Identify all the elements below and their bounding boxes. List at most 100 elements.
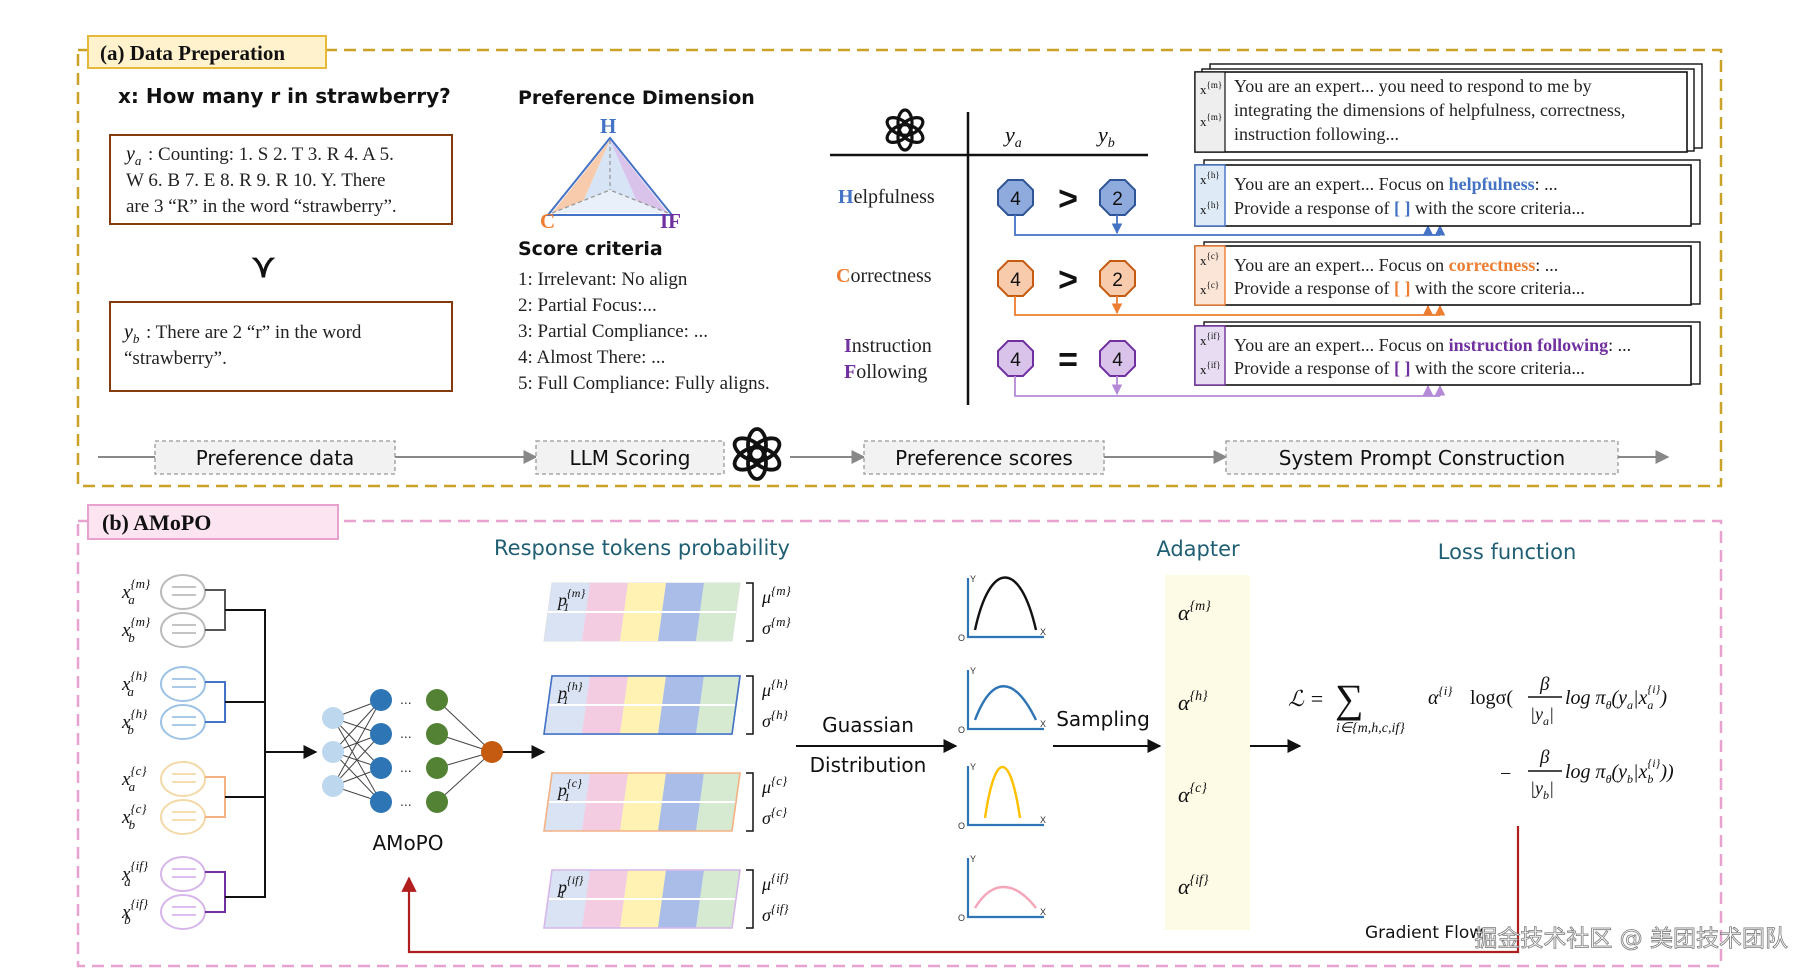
mu-c: μ{c} <box>761 773 788 797</box>
alpha-c: α{c} <box>1178 781 1207 807</box>
section-a-title: (a) Data Preperation <box>100 41 285 65</box>
mu-m: μ{m} <box>761 583 792 607</box>
prompt-main-line-2: integrating the dimensions of helpfulnes… <box>1234 100 1625 120</box>
loss-lhs: ℒ = <box>1288 686 1324 711</box>
input-m-b: x{m}b <box>121 614 151 645</box>
prompt-c-line-2: Provide a response of [ ] with the score… <box>1234 278 1585 298</box>
pipeline-step-preference-scores <box>863 440 1105 475</box>
flow-line-helpfulness <box>1014 215 1434 236</box>
prompt-main-line-3: instruction following... <box>1234 124 1399 144</box>
gradient-flow-label: Gradient Flow <box>1365 923 1483 943</box>
bracket-c <box>205 776 226 818</box>
neural-network: ... ... ... ... <box>322 689 503 813</box>
ya-line-3: are 3 “R” in the word “strawberry”. <box>126 196 397 217</box>
loss-yb-denom: |yb| <box>1530 778 1554 802</box>
dimension-label-following: Following <box>844 361 927 383</box>
triangle-label-if: IF <box>660 209 681 233</box>
distribution-plot-m <box>966 576 1044 639</box>
gaussian-label-line-1: Guassian <box>822 713 914 737</box>
score-value-correctness-a: 4 <box>1010 270 1021 291</box>
distribution-plot-h <box>966 670 1044 731</box>
input-h-a: x{h}a <box>121 668 148 699</box>
ya-line-1: : Counting: 1. S 2. T 3. R 4. A 5. <box>148 144 394 165</box>
sigma-h: σ{h} <box>762 707 789 731</box>
criteria-4: 4: Almost There: ... <box>518 347 665 368</box>
score-badge-helpfulness-a <box>997 179 1034 216</box>
mu-if: μ{if} <box>761 870 789 894</box>
flow-line-instruction <box>1014 376 1434 397</box>
column-header-ya: ya <box>1003 122 1022 151</box>
loss-sum-sub: i∈{m,h,c,if} <box>1336 721 1405 736</box>
score-badge-helpfulness-b <box>1099 179 1136 216</box>
prompt-main-tag <box>1194 71 1226 153</box>
criteria-1: 1: Irrelevant: No align <box>518 269 688 290</box>
score-value-helpfulness-b: 2 <box>1112 189 1123 210</box>
dimension-label-correctness: Correctness <box>836 265 932 287</box>
input-merge-line <box>225 609 266 898</box>
loss-title: Loss function <box>1438 540 1577 564</box>
dimension-label-helpfulness: Helpfulness <box>838 186 935 208</box>
triangle-divider-c <box>551 189 611 214</box>
mu-h: μ{h} <box>761 676 789 700</box>
axis-o-m: O <box>958 633 965 643</box>
yb-response-box <box>109 301 453 392</box>
dimension-label-instruction: Instruction <box>844 335 932 357</box>
loss-minus: − <box>1500 763 1511 785</box>
score-value-instruction-a: 4 <box>1010 350 1021 371</box>
axis-o-h: O <box>958 725 965 735</box>
axis-y-c: Y <box>970 762 976 772</box>
chat-bubble-icon <box>160 574 206 648</box>
prompt-if-tag <box>1194 325 1226 386</box>
pipeline-label-preference-data: Preference data <box>196 446 355 470</box>
pipeline-label-preference-scores: Preference scores <box>895 446 1073 470</box>
loss-term-1: log πθ(ya|xa{i}) <box>1565 682 1667 712</box>
axis-x-m: X <box>1040 627 1046 637</box>
preference-symbol: ≻ <box>247 255 280 280</box>
model-label: AMoPO <box>373 831 444 855</box>
chat-bubble-icon <box>160 856 206 930</box>
loss-logsigma: logσ( <box>1470 687 1513 709</box>
watermark-text: 掘金技术社区 @ 美团技术团队 <box>1474 926 1788 952</box>
input-group-h: x{h}a x{h}b <box>121 666 226 740</box>
chat-bubble-icon <box>160 761 206 835</box>
axis-x-if: X <box>1040 907 1046 917</box>
response-tokens-title: Response tokens probability <box>494 536 790 560</box>
ya-response-box <box>109 134 453 225</box>
pipeline-step-system-prompt <box>1225 440 1619 475</box>
prompt-h-line-2: Provide a response of [ ] with the score… <box>1234 198 1585 218</box>
pipeline-label-llm-scoring: LLM Scoring <box>570 446 691 470</box>
prob-label-h: p{h}1 <box>556 679 583 707</box>
gaussian-label-line-2: Distribution <box>810 753 927 777</box>
bracket-h <box>205 681 226 723</box>
prob-label-c: p{c}1 <box>556 776 582 804</box>
bracket-m <box>205 589 226 631</box>
loss-ya-denom: |ya| <box>1530 704 1554 728</box>
prompt-if-line-2: Provide a response of [ ] with the score… <box>1234 358 1585 378</box>
axis-y-if: Y <box>970 854 976 864</box>
loss-alpha: α{i} <box>1428 683 1453 709</box>
sigma-m: σ{m} <box>762 614 791 638</box>
alpha-if: α{if} <box>1178 873 1209 899</box>
loss-beta-2: β <box>1539 747 1550 768</box>
loss-sum-symbol: ∑ <box>1335 676 1364 721</box>
pipeline-step-llm-scoring <box>535 440 725 475</box>
section-a-title-box <box>87 35 327 69</box>
preference-dimension-title: Preference Dimension <box>518 87 755 109</box>
bracket-if <box>205 871 226 913</box>
preference-triangle <box>545 136 675 216</box>
criteria-5: 5: Full Compliance: Fully aligns. <box>518 373 770 394</box>
prob-row-if <box>543 869 741 929</box>
sampling-label: Sampling <box>1056 707 1150 731</box>
prompt-h-tag <box>1194 164 1226 227</box>
triangle-c-region <box>552 140 610 213</box>
question-text: x: How many r in strawberry? <box>118 84 451 108</box>
input-m-a: x{m}a <box>121 576 151 607</box>
axis-o-c: O <box>958 821 965 831</box>
triangle-divider-if <box>609 189 669 214</box>
yb-label: yb <box>122 321 140 346</box>
prompt-main-line-1: You are an expert... you need to respond… <box>1234 76 1592 96</box>
prompt-if-line-1: You are an expert... Focus on instructio… <box>1234 335 1631 355</box>
prompt-c-box <box>1194 245 1692 306</box>
pipeline-label-system-prompt: System Prompt Construction <box>1279 446 1565 470</box>
